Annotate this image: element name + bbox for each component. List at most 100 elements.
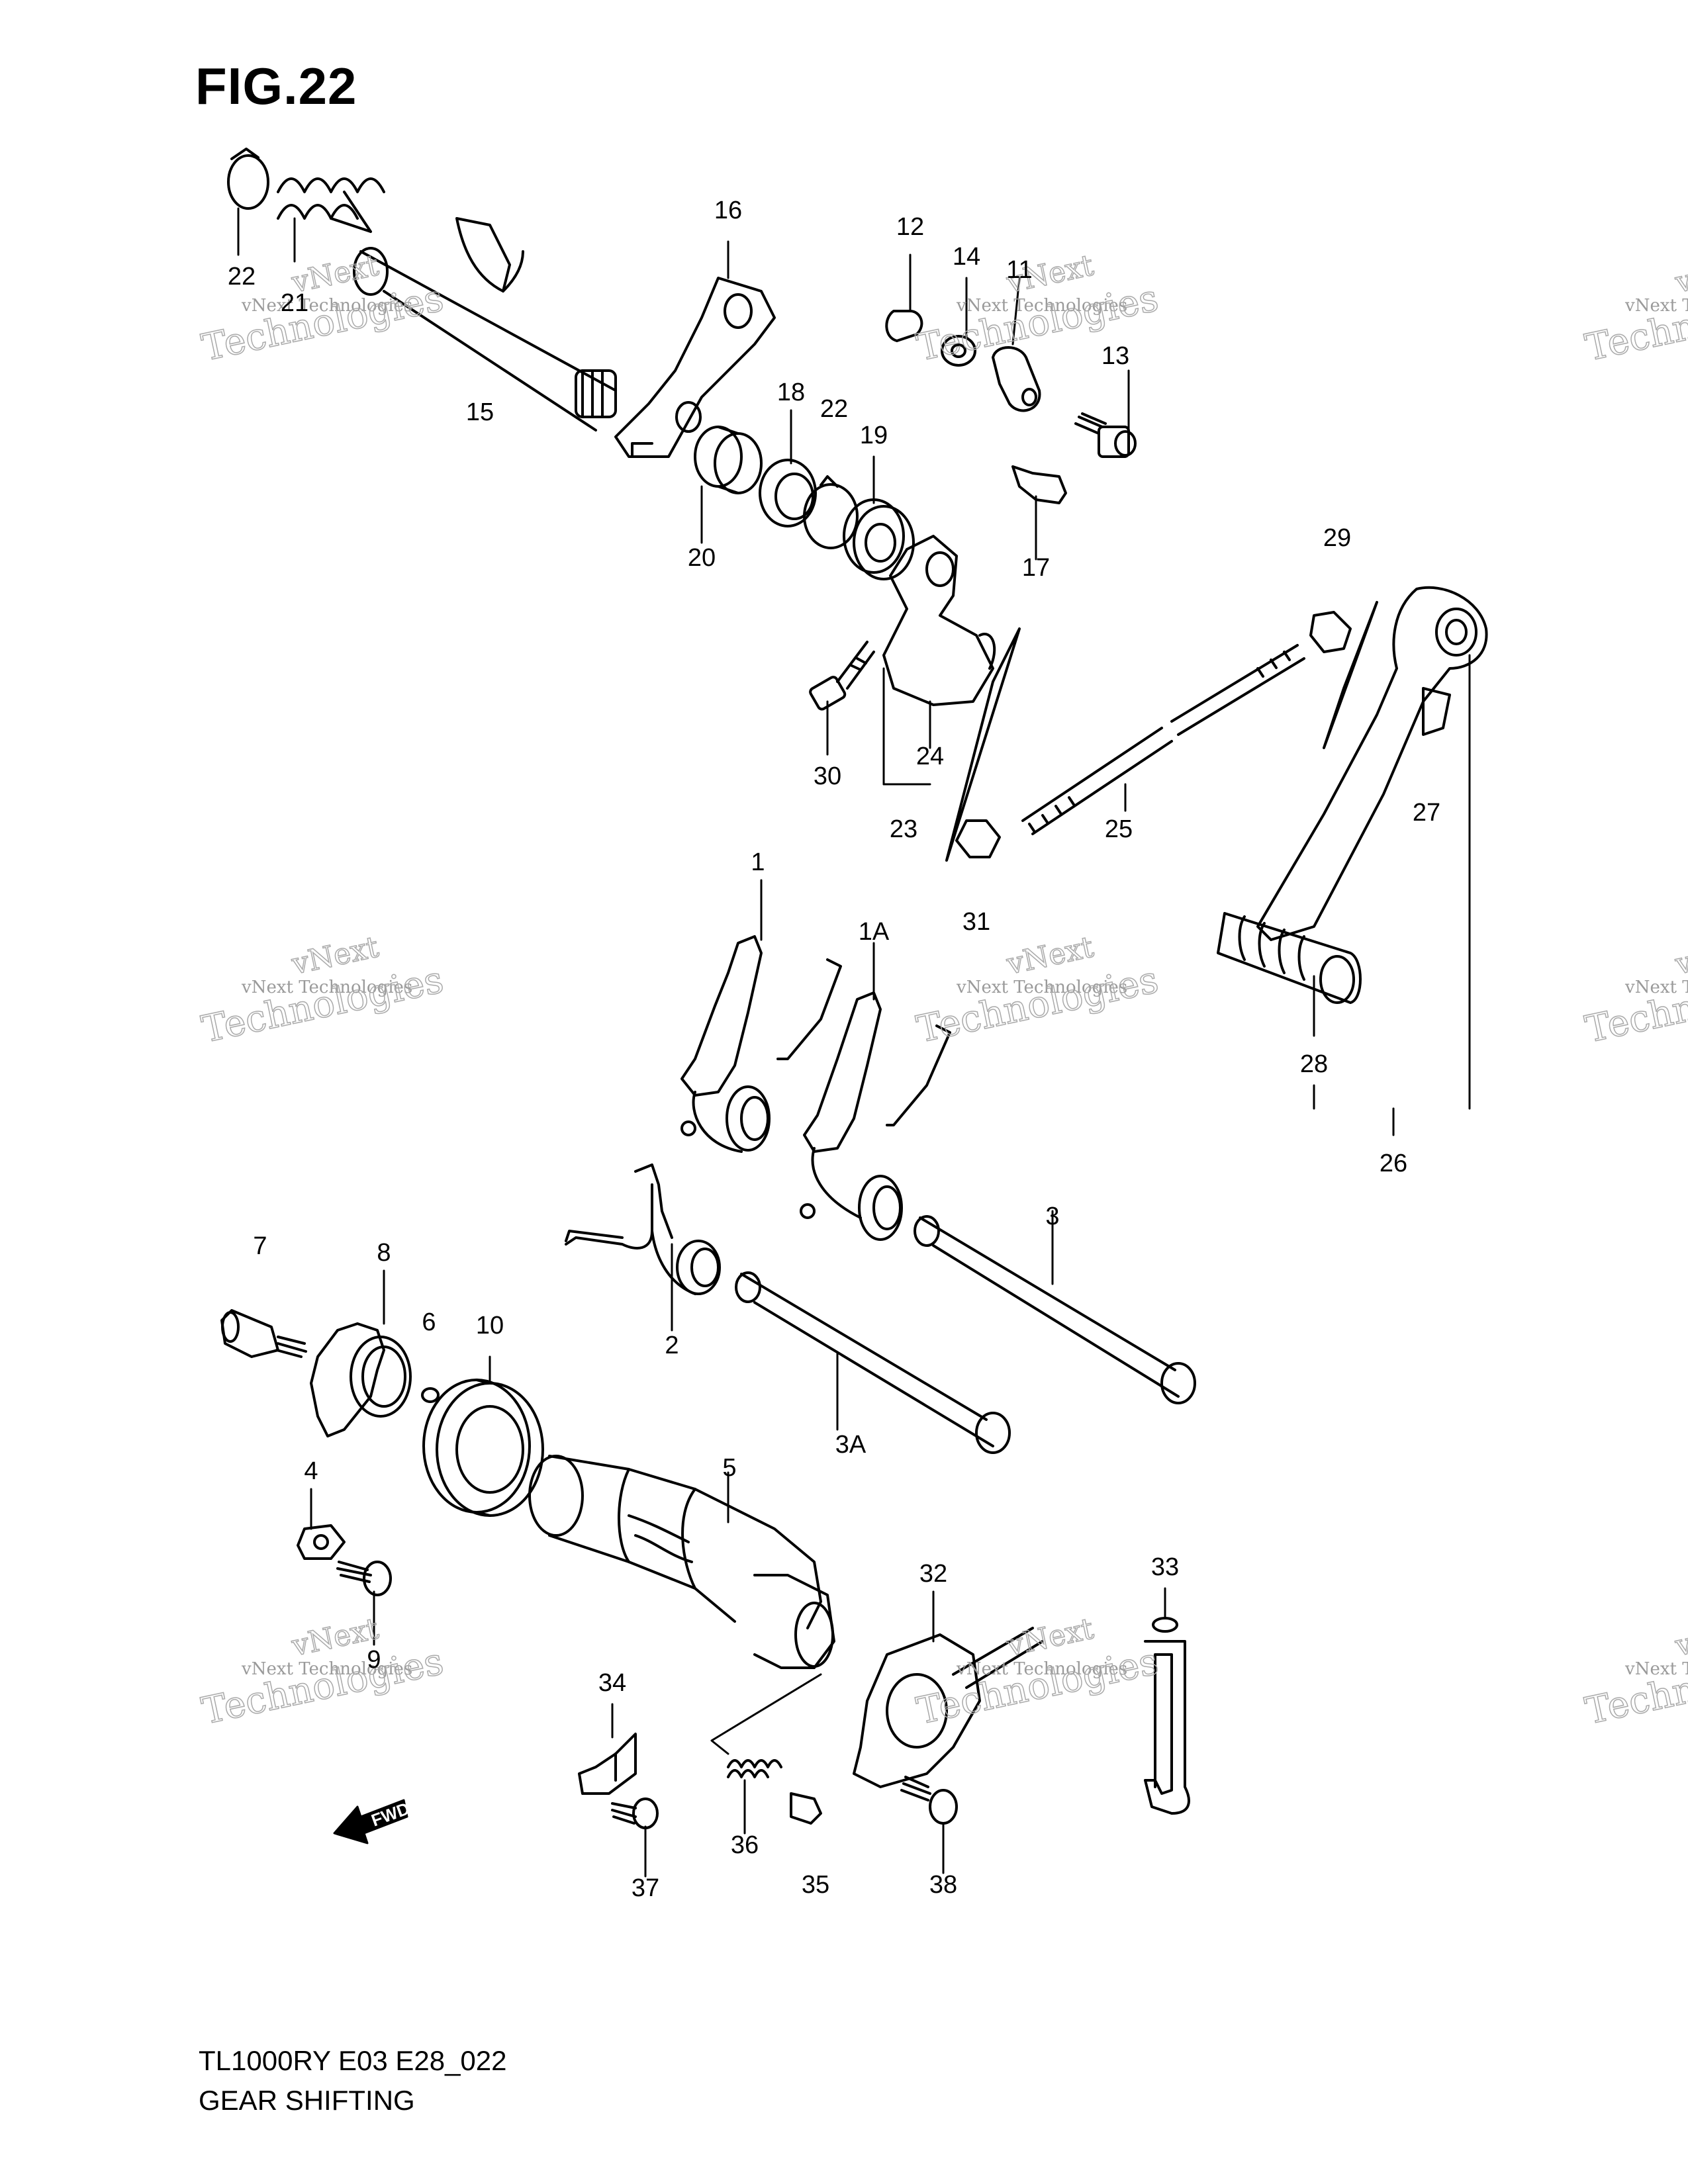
- watermark-line1: vNext Technologies: [1624, 978, 1688, 997]
- screw-9: [336, 1561, 392, 1596]
- watermark-line3: Technologies: [1581, 277, 1688, 370]
- callout-1A: 1A: [859, 918, 890, 946]
- screw-37: [611, 1797, 659, 1829]
- callout-22: 22: [820, 395, 848, 423]
- screw-38: [900, 1776, 958, 1825]
- callout-4: 4: [304, 1457, 318, 1485]
- callout-15: 15: [466, 398, 494, 426]
- callout-8: 8: [377, 1239, 391, 1267]
- bush-20: [694, 426, 763, 494]
- fwd-arrow: [333, 1799, 408, 1844]
- callout-12: 12: [896, 213, 924, 241]
- spring-21: [277, 177, 385, 233]
- callout-17: 17: [1022, 554, 1050, 582]
- callout-18: 18: [777, 379, 805, 406]
- shift-fork-2: [565, 1163, 721, 1295]
- figure-name: GEAR SHIFTING: [199, 2085, 415, 2116]
- callout-23: 23: [890, 815, 917, 843]
- watermark-line2: vNext: [1672, 930, 1688, 981]
- pin-6: [421, 1387, 440, 1403]
- callout-36: 36: [731, 1831, 759, 1859]
- figure-title: FIG.22: [195, 57, 357, 115]
- pin-17: [1011, 465, 1067, 504]
- callout-25: 25: [1105, 815, 1133, 843]
- callout-5: 5: [722, 1454, 736, 1482]
- cam-guide-32: [853, 1627, 1044, 1788]
- bolt-13: [1074, 412, 1137, 458]
- fork-shaft-3A: [735, 1271, 1011, 1454]
- watermark-line1: vNext Technologies: [241, 1659, 412, 1679]
- plate-34: [578, 1733, 637, 1795]
- callout-37: 37: [632, 1874, 659, 1902]
- gearshift-lever-27: [1256, 586, 1488, 941]
- callout-27: 27: [1413, 799, 1440, 827]
- callout-11: 11: [1006, 256, 1032, 284]
- rod-25: [1021, 644, 1305, 835]
- bolt-30: [809, 641, 875, 711]
- callout-10: 10: [476, 1312, 504, 1340]
- shift-arm-24: [882, 535, 996, 706]
- callout-30: 30: [814, 762, 841, 790]
- callout-29: 29: [1323, 524, 1351, 552]
- watermark-line1: vNext Technologies: [1624, 1659, 1688, 1679]
- callout-31: 31: [962, 908, 990, 936]
- callout-3A: 3A: [835, 1431, 867, 1459]
- callout-1: 1: [751, 848, 765, 876]
- watermark-line2: vNext: [1672, 248, 1688, 300]
- callout-35: 35: [802, 1871, 829, 1899]
- callout-13: 13: [1102, 342, 1129, 370]
- nut-29: [1309, 611, 1352, 653]
- callout-34: 34: [598, 1669, 626, 1697]
- callout-9: 9: [367, 1646, 381, 1674]
- fork-shaft-3: [914, 1215, 1196, 1404]
- callout-22: 22: [228, 263, 256, 291]
- callout-26: 26: [1380, 1150, 1407, 1177]
- callout-16: 16: [714, 197, 742, 224]
- guide-23: [945, 627, 1021, 862]
- callout-21: 21: [281, 289, 308, 317]
- seal-19: [843, 498, 915, 580]
- callout-28: 28: [1300, 1050, 1328, 1078]
- callout-2: 2: [665, 1332, 679, 1359]
- callout-24: 24: [916, 743, 944, 770]
- watermark-line1: vNext Technologies: [956, 296, 1127, 316]
- washer-4: [297, 1524, 346, 1560]
- nut-31: [955, 819, 1001, 858]
- watermark-line2: vNext: [1672, 1612, 1688, 1663]
- watermark-line3: Technologies: [1581, 958, 1688, 1052]
- model-code: TL1000RY E03 E28_022: [199, 2045, 507, 2076]
- callout-38: 38: [929, 1871, 957, 1899]
- gearshift-cam-5: [528, 1455, 835, 1669]
- callout-33: 33: [1151, 1553, 1179, 1581]
- circlip-22: [227, 148, 269, 210]
- watermark-line3: Technologies: [1581, 1640, 1688, 1733]
- callout-3: 3: [1045, 1203, 1059, 1230]
- pin-7: [220, 1309, 307, 1358]
- bearing-10: [422, 1379, 544, 1517]
- watermark-line1: vNext Technologies: [956, 1659, 1127, 1679]
- callout-14: 14: [953, 243, 980, 271]
- shift-arm-16: [614, 277, 776, 458]
- small-parts-12-14-11: [885, 310, 1041, 412]
- fwd-label: FWD: [369, 1798, 412, 1830]
- pin-35: [790, 1792, 822, 1825]
- shift-shaft-15: [353, 217, 617, 432]
- callout-7: 7: [253, 1232, 267, 1260]
- watermark-line1: vNext Technologies: [956, 978, 1127, 997]
- spring-36: [727, 1759, 782, 1778]
- footpeg-rubber-28: [1217, 912, 1362, 1004]
- watermark-line1: vNext Technologies: [241, 978, 412, 997]
- cam-stopper-8: [310, 1322, 412, 1437]
- watermark-line1: vNext Technologies: [1624, 296, 1688, 316]
- shift-fork-1A: [800, 991, 951, 1241]
